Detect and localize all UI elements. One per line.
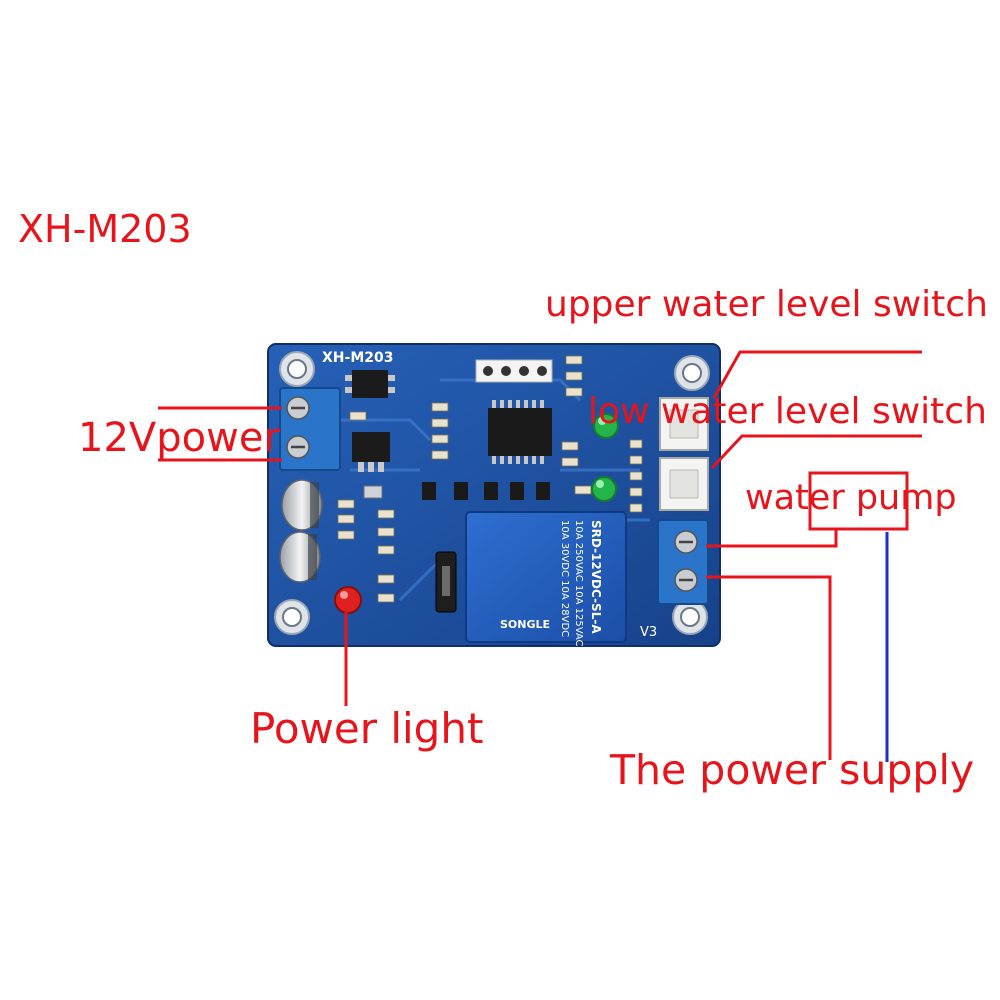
electrolytic-capacitor [281, 479, 323, 531]
smd-parts [337, 355, 643, 603]
regulator-chip [345, 370, 395, 398]
label-power-supply: The power supply [610, 746, 975, 794]
lower-switch-pointer [710, 434, 922, 470]
transistor-row [422, 482, 550, 500]
pin-header [475, 359, 553, 383]
relay-rating-line: 10A 30VDC 10A 28VDC [559, 520, 570, 637]
upper-level-connector [659, 397, 709, 451]
output-terminal-block [657, 519, 709, 605]
lower-level-connector [659, 457, 709, 511]
label-lower-switch: low water level switch [588, 391, 987, 432]
supply-pointer [706, 575, 832, 760]
electrolytic-capacitor [279, 531, 321, 583]
label-power-light: Power light [250, 704, 484, 753]
power-transistor [435, 551, 457, 613]
relay-model: SRD-12VDC-SL-A [589, 520, 603, 634]
mounting-hole [674, 355, 710, 391]
power-led [334, 586, 362, 614]
relay-rating-line: 10A 250VAC 10A 125VAC [573, 520, 584, 647]
input-terminal-block [279, 387, 341, 471]
controller-ic [488, 400, 552, 464]
page-title: XH-M203 [18, 207, 192, 251]
pump-pointer [706, 529, 838, 548]
mounting-hole [672, 599, 708, 635]
relay: SRD-12VDC-SL-A 10A 250VAC 10A 125VAC 10A… [465, 511, 627, 647]
mounting-hole [279, 351, 315, 387]
green-led [593, 413, 619, 439]
pcb-board: XH-M203 [267, 343, 721, 647]
mounting-hole [274, 599, 310, 635]
green-led [591, 476, 617, 502]
smd-diode [363, 485, 383, 499]
board-silkscreen-model: XH-M203 [322, 350, 393, 366]
label-12v-power: 12Vpower [78, 415, 280, 461]
upper-switch-pointer [712, 350, 922, 399]
label-water-pump: water pump [745, 478, 957, 518]
output-silkscreen: V3 [640, 625, 657, 640]
label-upper-switch: upper water level switch [545, 284, 988, 325]
relay-brand: SONGLE [500, 618, 550, 631]
water-pump-box [808, 471, 909, 531]
annotation-lines [158, 350, 922, 760]
voltage-regulator [352, 432, 390, 472]
